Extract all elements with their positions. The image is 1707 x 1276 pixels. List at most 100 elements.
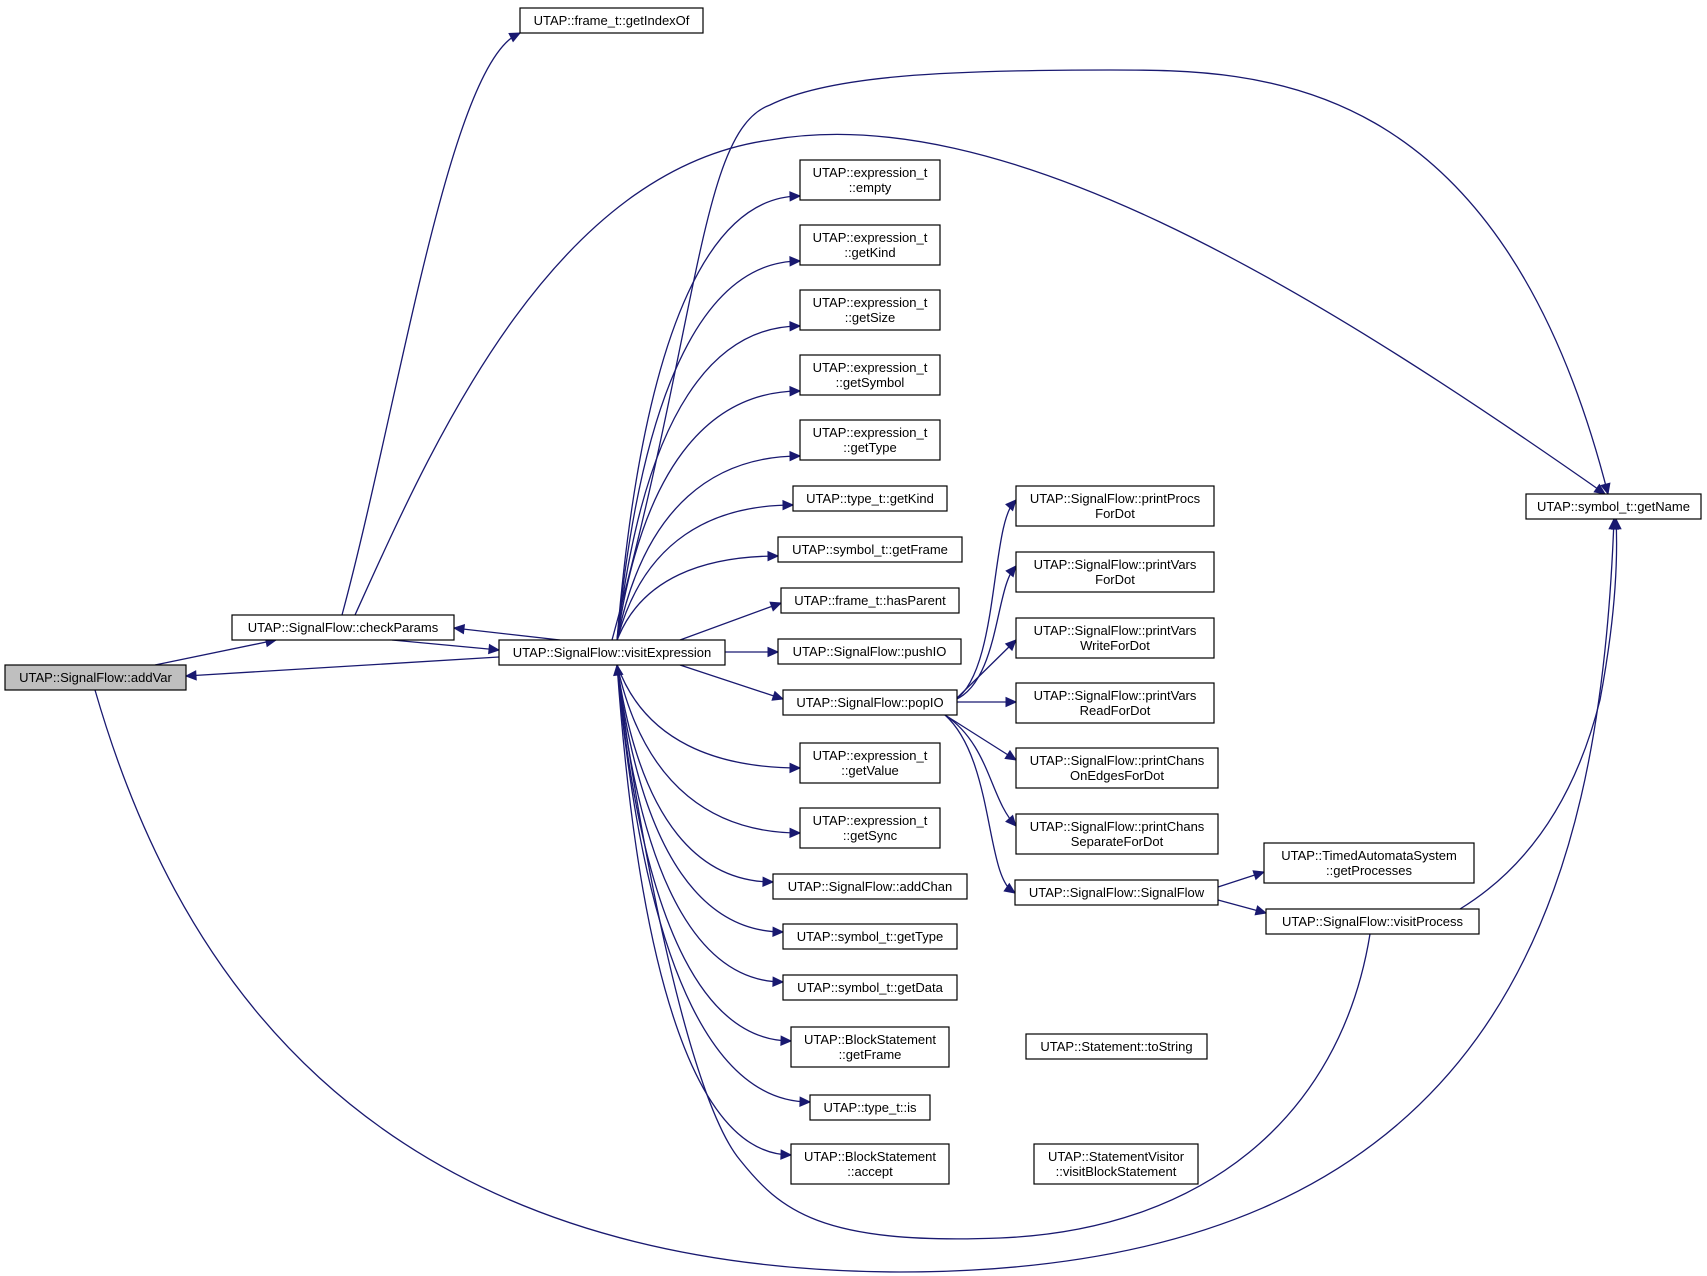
node-label: UTAP::SignalFlow::printVars <box>1034 623 1197 638</box>
arrowhead-icon <box>799 1096 812 1107</box>
node-label: UTAP::SignalFlow::popIO <box>796 695 943 710</box>
node-box <box>809 1094 931 1121</box>
node-popIO[interactable]: UTAP::SignalFlow::popIO <box>782 689 958 716</box>
edge-popIO-to-printVars <box>954 565 1017 701</box>
node-box <box>1525 493 1702 520</box>
edge-line <box>616 504 794 641</box>
node-box <box>780 587 960 614</box>
node-visitProcess[interactable]: UTAP::SignalFlow::visitProcess <box>1265 908 1480 935</box>
node-printChansOn[interactable]: UTAP::SignalFlow::printChansOnEdgesForDo… <box>1015 747 1219 789</box>
node-label: UTAP::expression_t <box>813 360 928 375</box>
node-label: UTAP::expression_t <box>813 230 928 245</box>
arrowhead-icon <box>1003 882 1017 894</box>
node-label: UTAP::SignalFlow::addVar <box>19 670 172 685</box>
node-getSync[interactable]: UTAP::expression_t::getSync <box>799 807 941 849</box>
node-empty[interactable]: UTAP::expression_t::empty <box>799 159 941 201</box>
node-accept[interactable]: UTAP::BlockStatement::accept <box>790 1143 950 1185</box>
node-checkParams[interactable]: UTAP::SignalFlow::checkParams <box>231 614 455 641</box>
arrowhead-icon <box>488 643 501 655</box>
node-getData[interactable]: UTAP::symbol_t::getData <box>782 974 958 1001</box>
node-box <box>498 639 726 666</box>
edge-visitProcess-to-getName <box>1459 517 1622 910</box>
arrowhead-icon <box>1593 483 1606 495</box>
edge-line <box>954 565 1017 701</box>
node-box <box>772 873 968 900</box>
arrowhead-icon <box>789 827 802 839</box>
edge-addVar-to-checkParams <box>154 636 278 666</box>
node-label: UTAP::symbol_t::getData <box>797 980 943 995</box>
node-getProcesses[interactable]: UTAP::TimedAutomataSystem::getProcesses <box>1263 842 1475 884</box>
node-label: UTAP::frame_t::getIndexOf <box>534 13 690 28</box>
node-box <box>1015 813 1219 855</box>
node-getName[interactable]: UTAP::symbol_t::getName <box>1525 493 1702 520</box>
node-exGetKind[interactable]: UTAP::expression_t::getKind <box>799 224 941 266</box>
node-getFrame[interactable]: UTAP::symbol_t::getFrame <box>777 536 963 563</box>
edge-visitExpression-to-pushIO <box>725 646 780 658</box>
node-box <box>1263 842 1475 884</box>
node-box <box>1015 747 1219 789</box>
arrowhead-icon <box>1005 499 1017 512</box>
node-tyGetKind[interactable]: UTAP::type_t::getKind <box>792 485 948 512</box>
node-syGetType[interactable]: UTAP::symbol_t::getType <box>782 923 958 950</box>
node-label: UTAP::expression_t <box>813 425 928 440</box>
edge-visitExpression-to-hasParent <box>679 601 783 641</box>
node-printChansSep[interactable]: UTAP::SignalFlow::printChansSeparateForD… <box>1015 813 1219 855</box>
edge-visitExpression-to-accept <box>616 664 793 1160</box>
node-layer: UTAP::SignalFlow::addVarUTAP::SignalFlow… <box>4 7 1702 1185</box>
node-label: UTAP::type_t::getKind <box>806 491 934 506</box>
node-label: ::getSize <box>845 310 896 325</box>
edge-line <box>616 664 792 1156</box>
node-box <box>790 1143 950 1185</box>
edge-visitExpression-to-tyGetKind <box>616 499 795 641</box>
arrowhead-icon <box>782 499 795 511</box>
edge-visitExpression-to-checkParams <box>452 623 561 641</box>
node-label: ::getSymbol <box>836 375 905 390</box>
edge-layer <box>94 32 1622 1273</box>
arrowhead-icon <box>789 762 802 774</box>
node-visitExpression[interactable]: UTAP::SignalFlow::visitExpression <box>498 639 726 666</box>
edge-line <box>94 518 1615 1273</box>
node-label: UTAP::expression_t <box>813 295 928 310</box>
edge-visitExpression-to-is <box>616 664 812 1107</box>
node-hasParent[interactable]: UTAP::frame_t::hasParent <box>780 587 960 614</box>
node-label: UTAP::SignalFlow::addChan <box>788 879 953 894</box>
edge-signalFlow-to-visitProcess <box>1217 899 1268 916</box>
node-box <box>1025 1033 1208 1060</box>
edge-visitExpression-to-getSymbol <box>616 385 802 641</box>
node-exGetType[interactable]: UTAP::expression_t::getType <box>799 419 941 461</box>
arrowhead-icon <box>789 256 802 267</box>
node-signalFlow[interactable]: UTAP::SignalFlow::SignalFlow <box>1014 879 1219 906</box>
edge-line <box>616 664 801 834</box>
edge-line <box>944 714 1016 894</box>
node-addChan[interactable]: UTAP::SignalFlow::addChan <box>772 873 968 900</box>
edge-line <box>185 656 500 677</box>
node-getSymbol[interactable]: UTAP::expression_t::getSymbol <box>799 354 941 396</box>
edge-checkParams-to-visitExpression <box>391 639 501 655</box>
node-bsGetFrame[interactable]: UTAP::BlockStatement::getFrame <box>790 1026 950 1068</box>
node-getSize[interactable]: UTAP::expression_t::getSize <box>799 289 941 331</box>
arrowhead-icon <box>780 1149 793 1160</box>
node-label: UTAP::SignalFlow::checkParams <box>248 620 439 635</box>
edge-visitProcess-to-visitExpression <box>613 663 1371 1240</box>
edge-visitExpression-to-getFrame <box>616 550 780 641</box>
node-toString[interactable]: UTAP::Statement::toString <box>1025 1033 1208 1060</box>
node-box <box>1033 1143 1199 1185</box>
edge-line <box>453 627 561 641</box>
node-label: ::getFrame <box>839 1047 902 1062</box>
node-visitBlock[interactable]: UTAP::StatementVisitor::visitBlockStatem… <box>1033 1143 1199 1185</box>
node-is[interactable]: UTAP::type_t::is <box>809 1094 931 1121</box>
edge-line <box>944 714 1017 827</box>
node-box <box>1015 551 1215 593</box>
node-pushIO[interactable]: UTAP::SignalFlow::pushIO <box>777 638 962 665</box>
edge-checkParams-to-getName <box>354 133 1606 616</box>
edge-line <box>616 664 792 1042</box>
node-getValue[interactable]: UTAP::expression_t::getValue <box>799 742 941 784</box>
node-getIndexOf[interactable]: UTAP::frame_t::getIndexOf <box>519 7 704 34</box>
node-label: ReadForDot <box>1080 703 1151 718</box>
node-label: ::getProcesses <box>1326 863 1412 878</box>
edge-line <box>616 455 801 641</box>
